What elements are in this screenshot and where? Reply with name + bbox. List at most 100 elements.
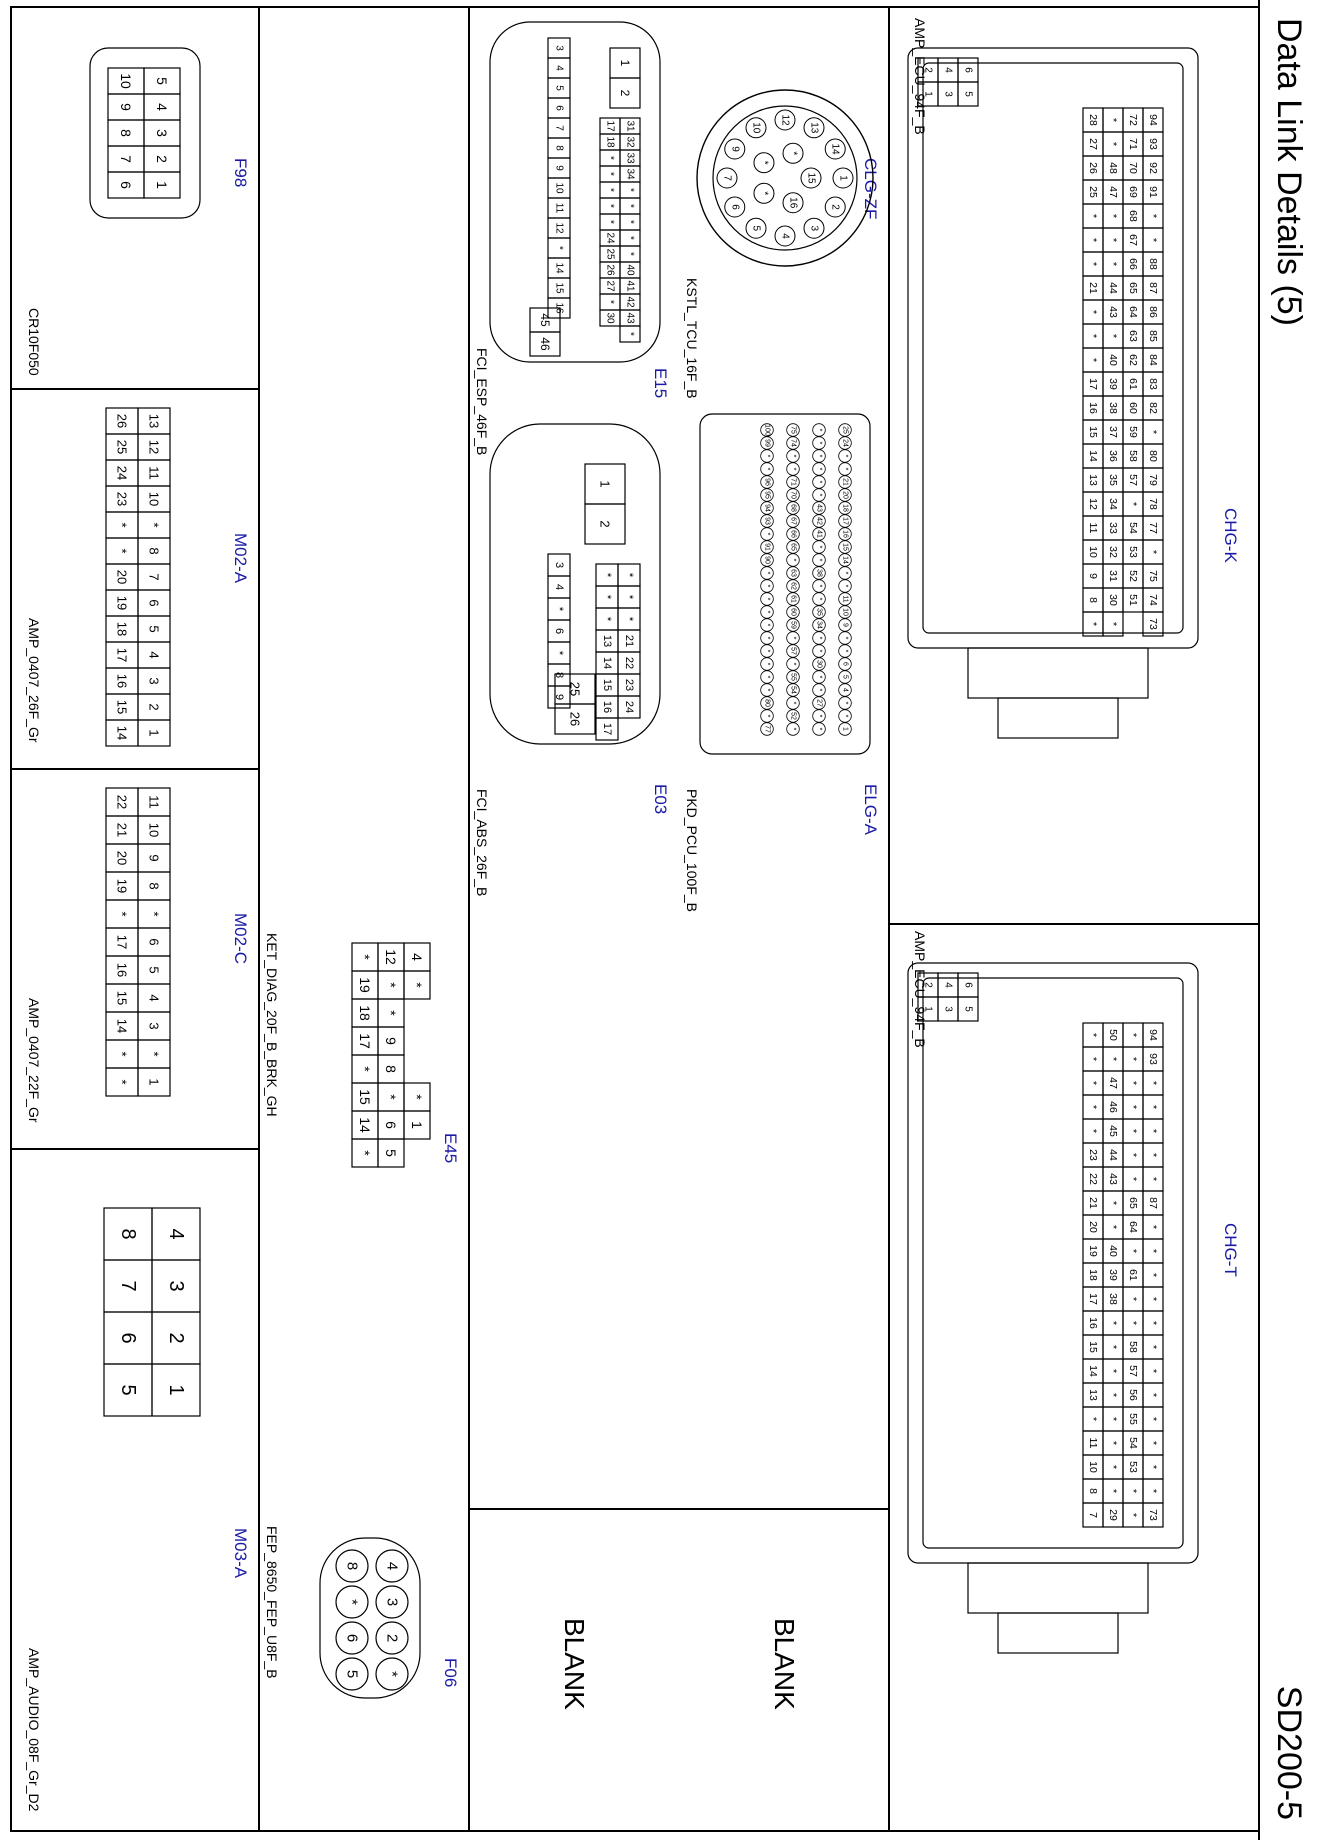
pin-label: *: [553, 607, 565, 612]
pin-label: 93: [1147, 138, 1159, 150]
pin-label: 17: [115, 648, 130, 662]
pin-circle: [760, 696, 774, 710]
pin-circle: [375, 1585, 409, 1619]
pin-label: 25: [115, 440, 130, 454]
pin-label: 11: [1087, 1438, 1099, 1449]
pin-label: 54: [1127, 522, 1139, 534]
pin-label: 1: [923, 91, 934, 97]
pin-circle: [812, 592, 826, 606]
pin-label: 1: [147, 729, 162, 736]
pin-label: *: [1127, 1057, 1139, 1061]
pin-label: 22: [1087, 1173, 1099, 1185]
pin-label: 11: [147, 466, 162, 480]
pin-label: 29: [1107, 1509, 1119, 1521]
pin-label: 9: [118, 103, 134, 111]
pin-circle: [838, 527, 852, 541]
pin-label: *: [1107, 118, 1119, 122]
pin-label: *: [816, 585, 823, 588]
pin-circle: [812, 683, 826, 697]
pin-label: 14: [842, 556, 849, 564]
pin-label: *: [790, 663, 797, 666]
pin-label: 47: [1107, 186, 1119, 198]
pin-label: 94: [1147, 1029, 1159, 1041]
pin-label: *: [1147, 1153, 1159, 1157]
pin-label: 9: [729, 146, 740, 152]
pin-label: 94: [764, 504, 771, 512]
latch-tab: [967, 1562, 1149, 1614]
pin-label: 26: [1087, 162, 1099, 174]
pin-label: *: [790, 728, 797, 731]
pin-label: *: [623, 573, 635, 578]
pin-label: 1: [923, 1006, 934, 1012]
pin-label: 12: [1087, 498, 1099, 510]
connector-face: [712, 105, 858, 251]
pin-label: 64: [1127, 1221, 1139, 1233]
pin-circle: [760, 592, 774, 606]
pin-label: 1: [838, 175, 849, 181]
pin-label: *: [1127, 1177, 1139, 1181]
pin-label: 3: [147, 1022, 162, 1029]
pin-label: 6: [383, 1121, 399, 1129]
latch-tab: [997, 697, 1119, 739]
pin-label: 18: [1087, 1269, 1099, 1281]
document-id: SD200-5: [1270, 1685, 1308, 1820]
pin-circle: [786, 709, 800, 723]
pin-label: 38: [1107, 1293, 1119, 1305]
pin-label: 13: [147, 414, 162, 428]
pin-label: 25: [605, 248, 616, 260]
pin-circle: [760, 449, 774, 463]
pin-label: 2: [147, 703, 162, 710]
pin-label: 4: [554, 65, 565, 71]
pin-label: *: [1107, 1057, 1119, 1061]
pin-label: 60: [1127, 402, 1139, 414]
pin-circle: [760, 462, 774, 476]
pin-circle: [812, 670, 826, 684]
pin-circle: [786, 631, 800, 645]
pin-label: *: [1147, 1297, 1159, 1301]
pin-label: 3: [943, 1006, 954, 1012]
pin-label: 60: [790, 608, 797, 616]
pin-label: *: [842, 585, 849, 588]
pin-label: *: [764, 689, 771, 692]
pin-label: 15: [554, 282, 565, 294]
pin-label: 25: [842, 426, 849, 434]
pin-label: *: [1107, 1417, 1119, 1421]
pin-label: 2: [598, 520, 613, 527]
pin-label: 57: [790, 647, 797, 655]
pin-circle: [786, 553, 800, 567]
pin-label: 15: [842, 543, 849, 551]
pin-circle: [760, 722, 774, 736]
pin-label: *: [816, 637, 823, 640]
pin-label: 2: [384, 1634, 401, 1642]
pin-label: 57: [1127, 1365, 1139, 1377]
pin-label: 8: [553, 672, 565, 678]
pin-label: *: [1147, 1081, 1159, 1085]
pin-circle: [838, 501, 852, 515]
pin-label: 18: [115, 622, 130, 636]
pin-label: *: [554, 246, 565, 250]
pin-label: 14: [554, 262, 565, 274]
pin-label: *: [625, 220, 636, 224]
grid-divider: [890, 923, 1258, 925]
pin-label: 26: [605, 264, 616, 276]
pin-circle: [803, 117, 825, 139]
pin-label: *: [1147, 1321, 1159, 1325]
pin-label: 74: [1147, 594, 1159, 606]
pin-circle: [786, 696, 800, 710]
pin-label: *: [764, 663, 771, 666]
pin-label: 1: [598, 480, 613, 487]
pin-cell: [529, 331, 561, 357]
pin-label: 63: [1127, 330, 1139, 342]
pin-label: 4: [409, 953, 425, 961]
pin-label: *: [816, 494, 823, 497]
pin-cell: [619, 325, 641, 343]
pin-circle: [812, 527, 826, 541]
pin-label: 70: [790, 491, 797, 499]
pin-label: 5: [751, 225, 762, 231]
pin-circle: [786, 566, 800, 580]
pin-label: *: [383, 1094, 399, 1100]
pin-label: 10: [1087, 546, 1099, 558]
